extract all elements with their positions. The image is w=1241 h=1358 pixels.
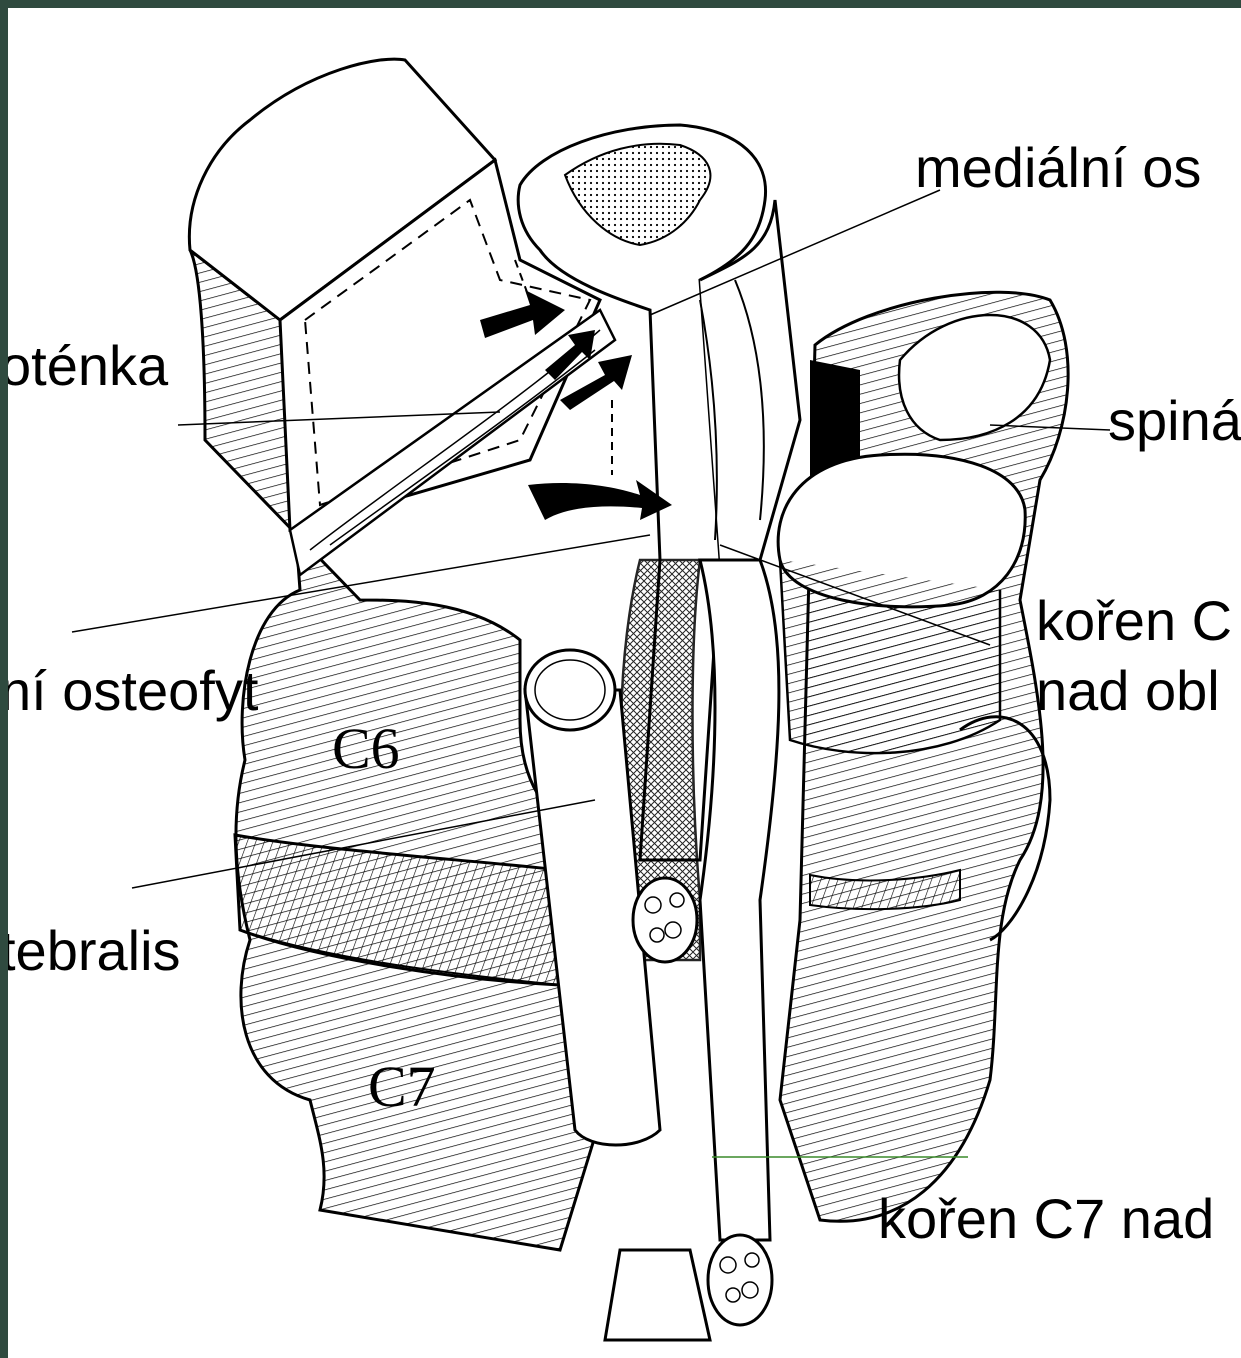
slide-canvas: mediální os oténka spiná kořen C nad obl… xyxy=(8,8,1241,1358)
label-artery: tebralis xyxy=(8,923,181,979)
label-spinal: spiná xyxy=(1108,393,1241,449)
label-membrane: oténka xyxy=(8,338,168,394)
label-vertebra-c7: C7 xyxy=(368,1058,436,1116)
label-lateral-osteophyte: ní osteofyt xyxy=(8,663,258,719)
label-root-c6-line2: nad obl xyxy=(1036,663,1220,719)
posterior-elements xyxy=(780,292,1068,1221)
label-medial-osteophyte: mediální os xyxy=(915,140,1201,196)
label-root-c7: kořen C7 nad xyxy=(878,1191,1214,1247)
label-root-c6-line1: kořen C xyxy=(1036,593,1232,649)
facet-joint xyxy=(778,454,1025,753)
label-vertebra-c6: C6 xyxy=(332,720,400,778)
